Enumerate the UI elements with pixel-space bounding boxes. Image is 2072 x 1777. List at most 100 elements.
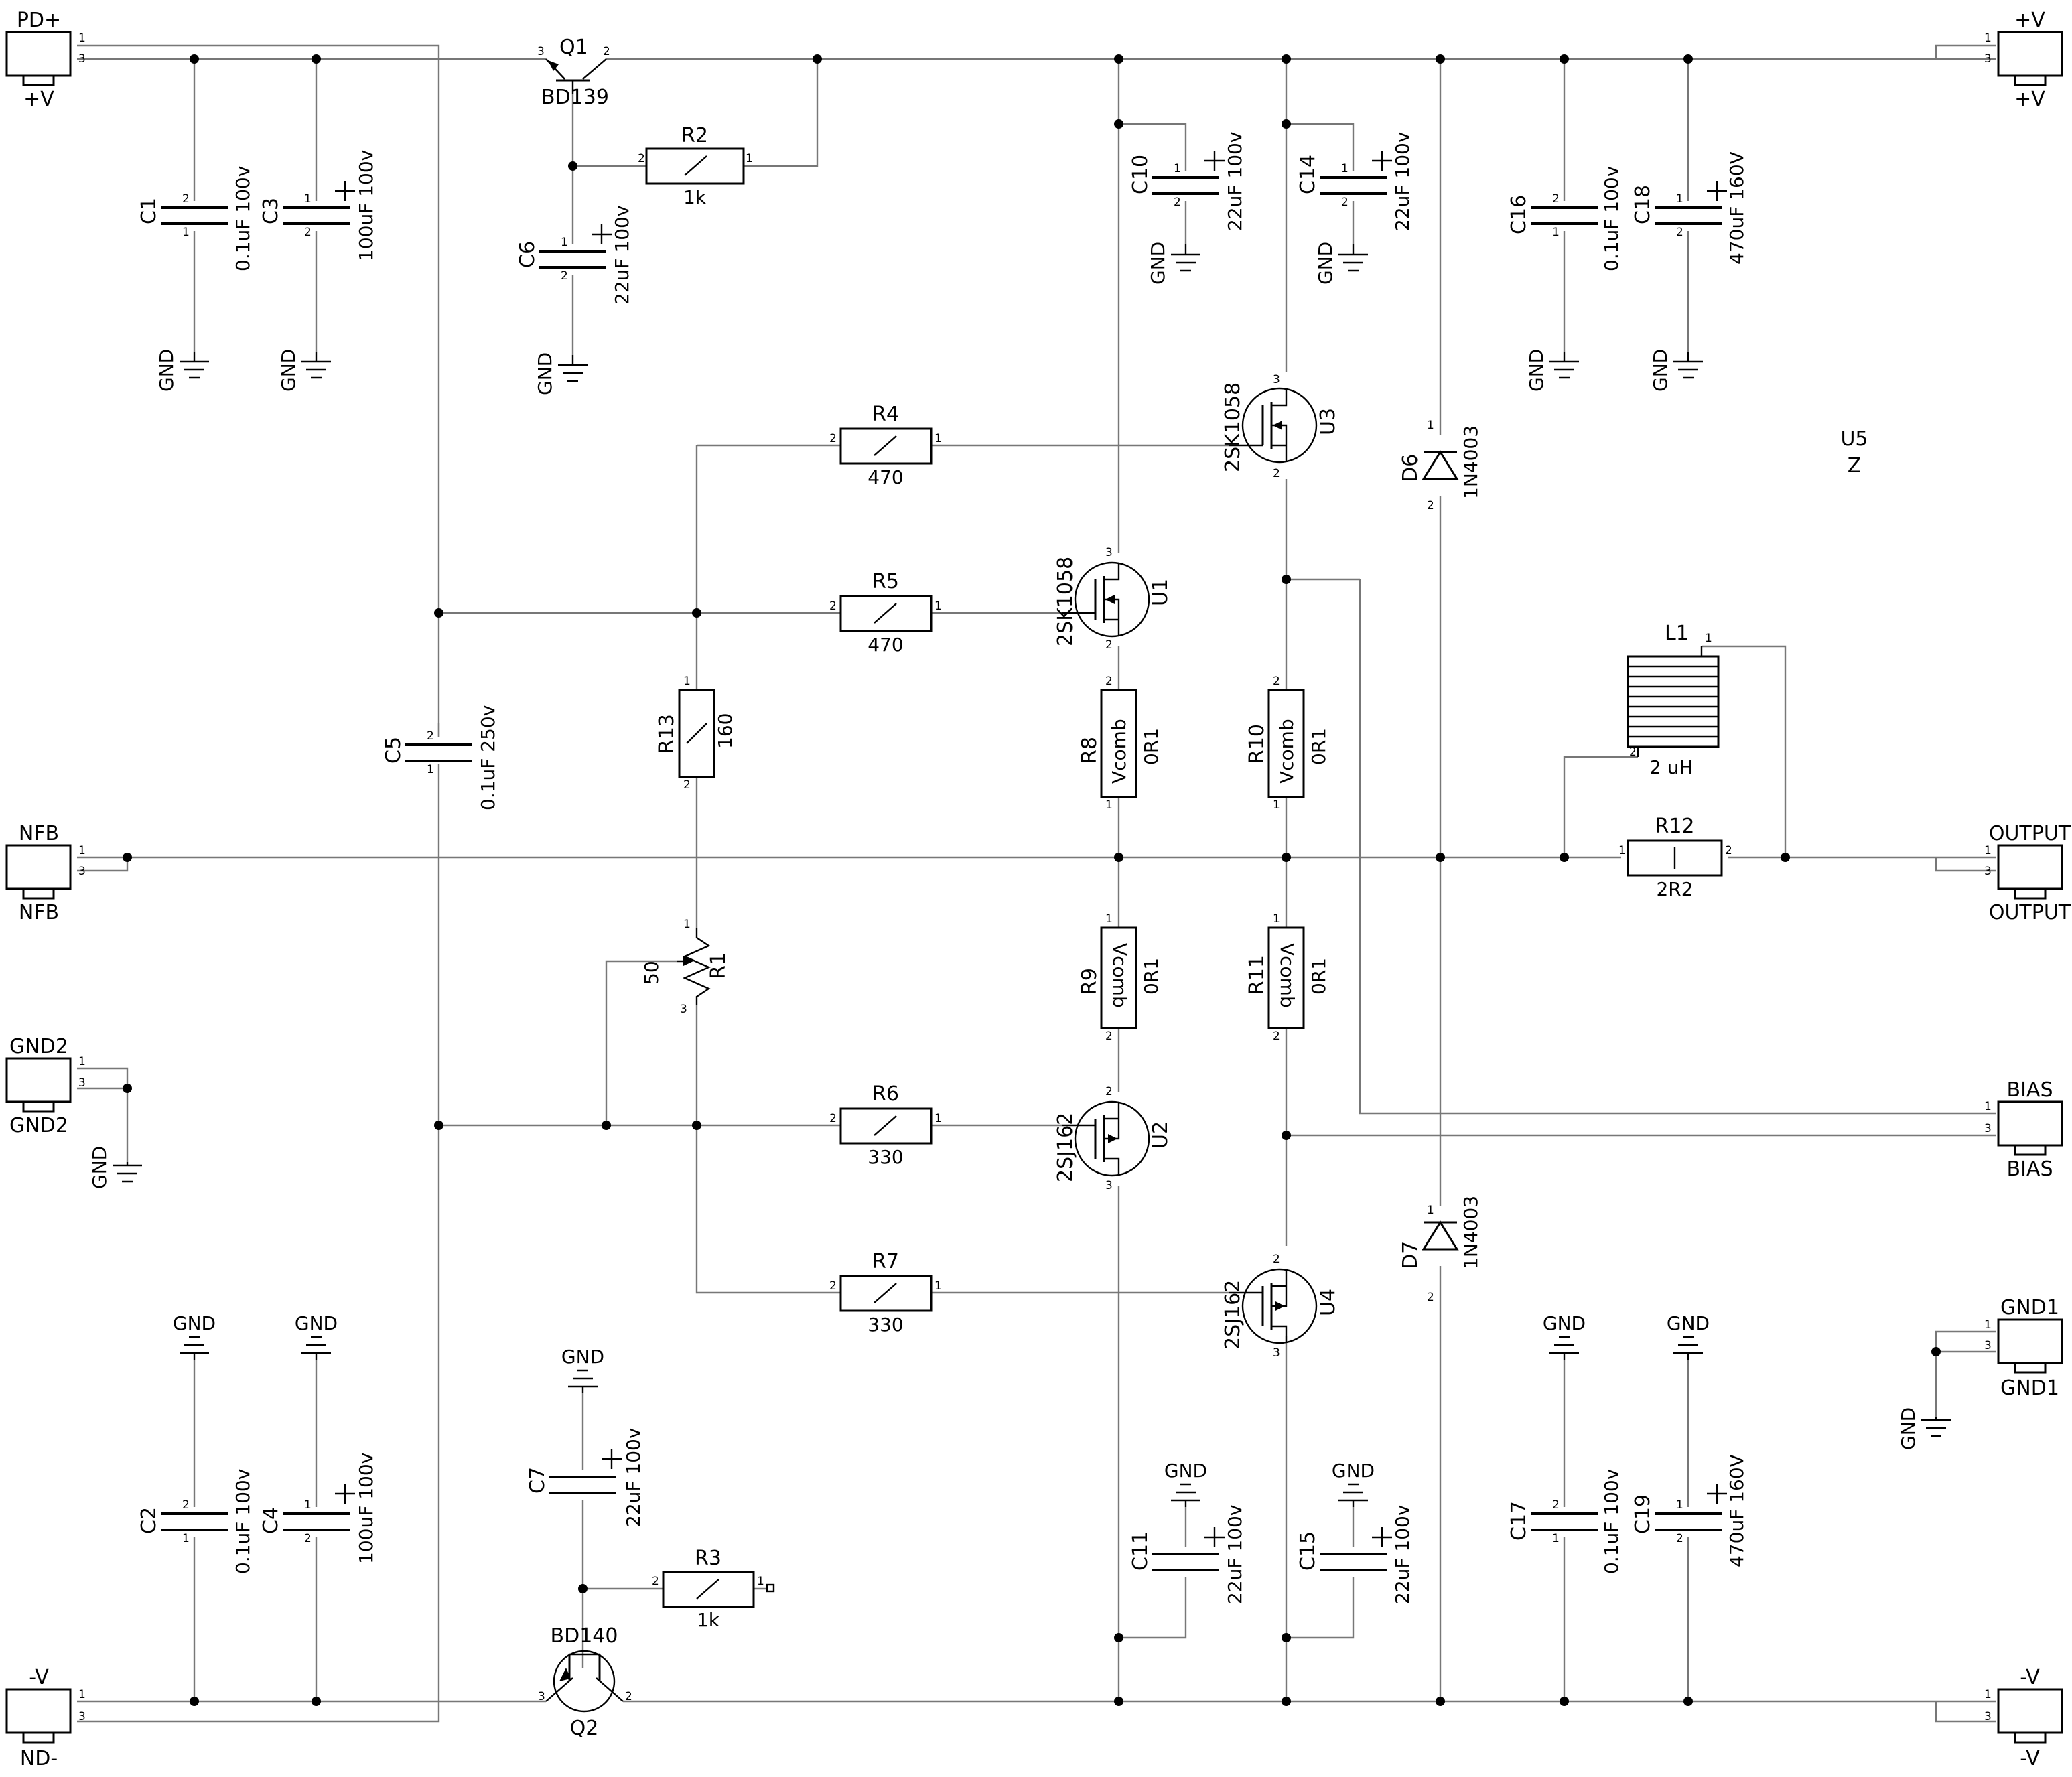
connector-v-plus-right: +V +V 1 3 bbox=[1984, 9, 2063, 111]
pin-label: 1 bbox=[1676, 1498, 1683, 1512]
gnd-label: GND bbox=[1332, 1460, 1375, 1482]
part-u5: U5 Z bbox=[1840, 427, 1868, 478]
pin-label: 1 bbox=[1618, 844, 1626, 857]
resistor-r8: Vcomb R8 0R1 2 1 bbox=[1078, 674, 1162, 812]
pin-label: 1 bbox=[935, 1279, 942, 1293]
cap-ref: C3 bbox=[259, 198, 283, 224]
capacitor-c1: C1 0.1uF 100v 2 1 bbox=[137, 166, 254, 271]
cap-ref: C11 bbox=[1129, 1531, 1152, 1571]
connector-nfb-bottom: NFB bbox=[19, 901, 59, 924]
gnd-label: GND bbox=[88, 1146, 111, 1189]
cap-value: 22uF 100v bbox=[622, 1428, 644, 1527]
junctions bbox=[123, 54, 1941, 1706]
connector-gnd2-bottom: GND2 bbox=[9, 1114, 68, 1137]
pin-label: 2 bbox=[1105, 1029, 1113, 1043]
res-value: 470 bbox=[868, 634, 903, 656]
connector-nfb: NFB NFB 1 3 bbox=[5, 822, 86, 924]
pin-label: 1 bbox=[1705, 632, 1712, 645]
pin-label: 2 bbox=[1629, 745, 1637, 759]
pin-label: 1 bbox=[1105, 798, 1113, 812]
connector-gnd1-top: GND1 bbox=[2000, 1296, 2059, 1320]
pin-label: 3 bbox=[1984, 1710, 1992, 1723]
pin-label: 1 bbox=[935, 599, 942, 613]
pin-label: 1 bbox=[757, 1575, 764, 1588]
pin-label: 2 bbox=[1273, 674, 1280, 688]
resistor-r5: R5 470 2 1 bbox=[829, 570, 942, 656]
res-value: 160 bbox=[714, 713, 736, 749]
pin-label: 1 bbox=[561, 236, 568, 249]
cap-value: 470uF 160V bbox=[1726, 151, 1748, 265]
pin-label: 3 bbox=[1105, 1179, 1113, 1192]
ground-c16: GND bbox=[1525, 349, 1579, 392]
mosfet-ref: U3 bbox=[1316, 408, 1340, 435]
res-value: 2R2 bbox=[1656, 878, 1693, 900]
pin-label: 3 bbox=[1273, 373, 1280, 386]
cap-ref: C7 bbox=[526, 1467, 549, 1494]
connector-output: OUTPUT OUTPUT 1 3 bbox=[1984, 822, 2071, 924]
pin-label: 1 bbox=[683, 674, 691, 688]
gnd-label: GND bbox=[295, 1312, 338, 1334]
pin-label: 1 bbox=[78, 1055, 86, 1068]
capacitor-c5: C5 0.1uF 250v 2 1 bbox=[382, 705, 499, 810]
res-value: 0R1 bbox=[1140, 958, 1162, 995]
pin-label: 3 bbox=[78, 865, 86, 878]
pin-label: 1 bbox=[304, 192, 312, 206]
cap-value: 22uF 100v bbox=[1224, 1505, 1246, 1604]
diode-part: 1N4003 bbox=[1460, 425, 1482, 499]
pin-label: 2 bbox=[561, 269, 568, 283]
mosfet-u2: 2SJ162 U2 2 3 bbox=[1054, 1085, 1172, 1192]
pin-label: 2 bbox=[1427, 1291, 1434, 1304]
ground-c18: GND bbox=[1649, 349, 1703, 392]
pin-label: 1 bbox=[182, 226, 190, 239]
connector-v-minus-bottom: ND- bbox=[20, 1747, 58, 1770]
gnd-label: GND bbox=[1897, 1407, 1919, 1450]
cap-value: 470uF 160V bbox=[1726, 1454, 1748, 1567]
ground-c7: GND bbox=[561, 1346, 604, 1393]
connector-v-minus-right-top: -V bbox=[2020, 1666, 2040, 1689]
ground-c14: GND bbox=[1314, 242, 1368, 285]
resistor-r9: Vcomb R9 0R1 1 2 bbox=[1078, 912, 1162, 1043]
gnd-label: GND bbox=[1649, 349, 1671, 392]
pin-label: 1 bbox=[1984, 844, 1992, 857]
pin-label: 2 bbox=[1174, 196, 1181, 209]
transistor-q2: BD140 Q2 3 2 bbox=[538, 1624, 632, 1740]
connector-v-minus-right: -V -V 1 3 bbox=[1984, 1666, 2063, 1770]
pin-label: 1 bbox=[1984, 1688, 1992, 1701]
pin-label: 2 bbox=[1552, 1498, 1560, 1512]
pin-label: 2 bbox=[829, 1279, 837, 1293]
pin-label: 3 bbox=[538, 1690, 545, 1703]
res-body-label: Vcomb bbox=[1276, 943, 1298, 1008]
res-value: 0R1 bbox=[1308, 958, 1330, 995]
gnd-label: GND bbox=[1543, 1312, 1586, 1334]
pin-label: 2 bbox=[182, 1498, 190, 1512]
res-ref: R5 bbox=[872, 570, 899, 593]
pin-label: 2 bbox=[625, 1690, 632, 1703]
capacitor-c11: C11 22uF 100v bbox=[1129, 1505, 1246, 1604]
capacitor-c4: C4 100uF 100v 1 2 bbox=[259, 1453, 377, 1564]
connector-v-minus-top: -V bbox=[29, 1666, 49, 1689]
res-ref: R3 bbox=[695, 1547, 721, 1570]
pin-label: 2 bbox=[829, 432, 837, 445]
ground-c15: GND bbox=[1332, 1460, 1375, 1507]
cap-value: 100uF 100v bbox=[355, 150, 377, 261]
ground-c10: GND bbox=[1147, 242, 1200, 285]
pin-label: 2 bbox=[427, 729, 434, 743]
pin-label: 2 bbox=[1273, 467, 1280, 480]
ground-c3: GND bbox=[277, 349, 331, 392]
pin-label: 2 bbox=[1105, 1085, 1113, 1098]
ground-c19: GND bbox=[1667, 1312, 1710, 1360]
connector-gnd1: GND1 GND1 1 3 bbox=[1984, 1296, 2063, 1400]
pin-label: 1 bbox=[935, 432, 942, 445]
pin-label: 1 bbox=[1984, 1318, 1992, 1332]
gnd-label: GND bbox=[1314, 242, 1336, 285]
mosfet-part: 2SK1058 bbox=[1054, 557, 1077, 646]
pin-label: 2 bbox=[1725, 844, 1732, 857]
pin-label: 2 bbox=[1676, 1532, 1683, 1545]
resistor-r13: R13 160 1 2 bbox=[655, 674, 736, 792]
mosfet-u1: 2SK1058 U1 3 2 bbox=[1054, 546, 1172, 652]
gnd-label: GND bbox=[1147, 242, 1169, 285]
inductor-value: 2 uH bbox=[1649, 756, 1694, 778]
capacitor-c15: C15 22uF 100v bbox=[1296, 1505, 1413, 1604]
ground-gnd1: GND bbox=[1897, 1407, 1951, 1450]
res-ref: R6 bbox=[872, 1082, 899, 1106]
